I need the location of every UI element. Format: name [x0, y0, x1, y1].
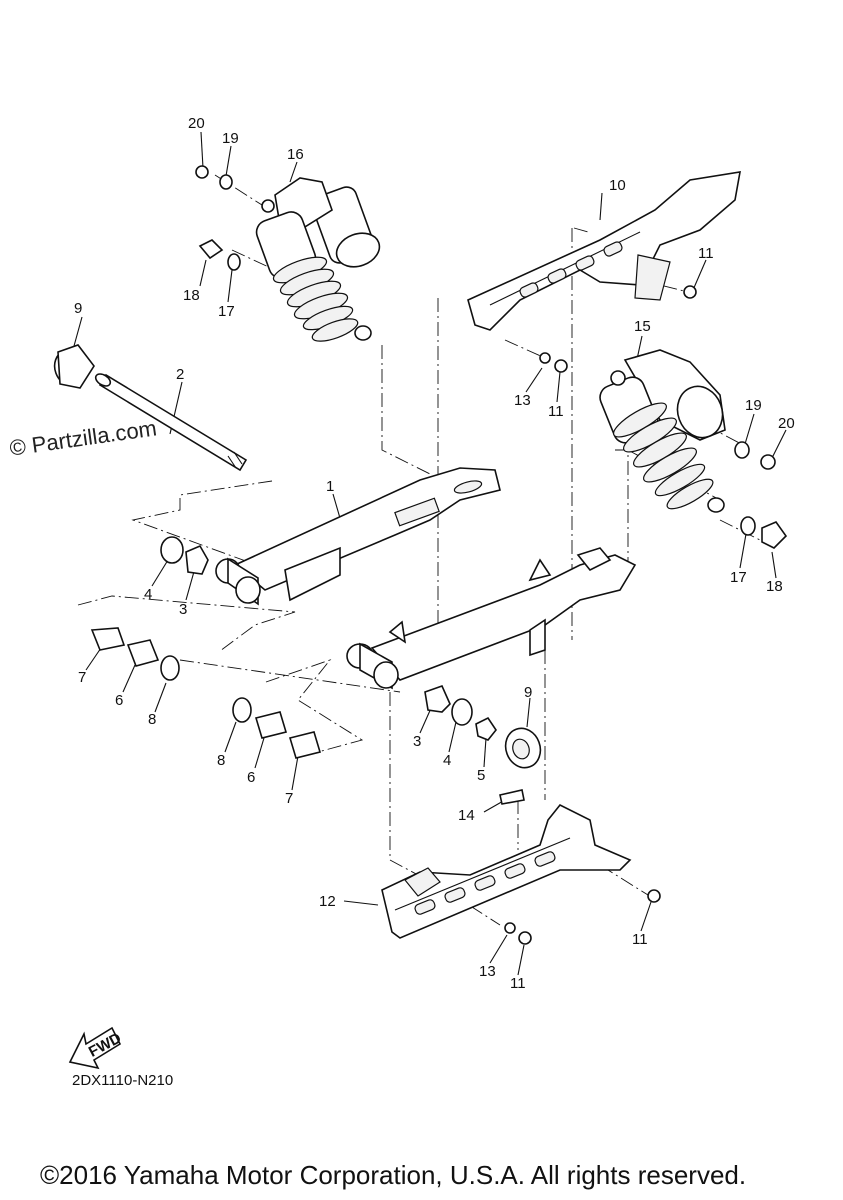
callout-3: 3: [179, 601, 187, 618]
fwd-arrow-icon: FWD: [68, 1026, 124, 1070]
pivot-shaft: [94, 373, 248, 472]
callout-7: 7: [285, 790, 293, 807]
callout-5: 5: [477, 767, 485, 784]
callout-20: 20: [778, 415, 795, 432]
washer-4-right: [451, 698, 473, 726]
callout-15: 15: [634, 318, 651, 335]
copyright-notice: ©2016 Yamaha Motor Corporation, U.S.A. A…: [40, 1160, 747, 1190]
callout-1: 1: [326, 478, 334, 495]
seal-8-left: [160, 655, 180, 681]
bolt-11-mid: [554, 359, 568, 373]
rear-arm: [215, 467, 637, 690]
bolt-11-lower-right: [647, 889, 661, 903]
rear-shock-absorber-right: [599, 349, 726, 513]
bolt-20-right: [760, 454, 776, 470]
seal-8-right: [232, 697, 252, 723]
callout-20: 20: [188, 115, 205, 132]
callout-18: 18: [183, 287, 200, 304]
callout-8: 8: [148, 711, 156, 728]
pivot-cap-upper: [53, 344, 95, 389]
callout-4: 4: [144, 586, 152, 603]
callout-3: 3: [413, 733, 421, 750]
diagram-code: 2DX1110-N210: [72, 1072, 174, 1089]
callout-19: 19: [745, 397, 762, 414]
leader-lines: [73, 131, 787, 976]
collar-7-right: [288, 731, 322, 759]
bolt-20-upper: [195, 165, 209, 179]
washer-4-left: [160, 536, 184, 564]
nut-18-right: [761, 521, 788, 549]
pivot-boss-right: [346, 642, 399, 690]
callout-4: 4: [443, 752, 451, 769]
nut-5: [475, 716, 497, 741]
callout-11: 11: [632, 931, 648, 948]
callout-labels: 20 19 16 18 17 10 11 9 2 15 13 11 19 20 …: [74, 115, 795, 992]
nut-18-upper: [198, 239, 224, 260]
hardware: [90, 165, 788, 945]
bolt-11-lower: [518, 931, 532, 945]
callout-13: 13: [514, 392, 531, 409]
label-14: [499, 789, 525, 805]
collar-7-left: [90, 627, 126, 651]
callout-17: 17: [730, 569, 747, 586]
washer-17-upper: [227, 253, 241, 271]
bearing-6-right: [254, 711, 288, 739]
callout-9: 9: [524, 684, 532, 701]
callout-6: 6: [247, 769, 255, 786]
rear-shock-absorber-left: [255, 177, 381, 342]
callout-18: 18: [766, 578, 783, 595]
pivot-cap-lower: [504, 727, 542, 769]
washer-19-upper: [219, 174, 233, 190]
callout-9: 9: [74, 300, 82, 317]
bolt-11-upper: [683, 285, 697, 299]
pivot-boss-left: [215, 557, 261, 606]
chain-case-lower: [381, 803, 632, 939]
bushing-3-right: [424, 684, 451, 713]
chain-case-upper: [467, 171, 741, 331]
shock-spring-right: [613, 402, 714, 510]
callout-6: 6: [115, 692, 123, 709]
callout-2: 2: [176, 366, 184, 383]
callout-17: 17: [218, 303, 235, 320]
washer-19-right: [734, 441, 750, 459]
callout-13: 13: [479, 963, 496, 980]
callout-16: 16: [287, 146, 304, 163]
shock-spring-left: [272, 256, 359, 342]
washer-13-lower: [504, 922, 516, 934]
washer-17-right: [740, 516, 756, 536]
callout-19: 19: [222, 130, 239, 147]
callout-11: 11: [698, 245, 714, 262]
callout-10: 10: [609, 177, 626, 194]
callout-11: 11: [510, 975, 526, 992]
callout-11: 11: [548, 403, 564, 420]
callout-8: 8: [217, 752, 225, 769]
bearing-6-left: [126, 639, 160, 667]
callout-14: 14: [458, 807, 475, 824]
callout-7: 7: [78, 669, 86, 686]
callout-12: 12: [319, 893, 336, 910]
bushing-3-left: [185, 544, 209, 575]
washer-13-upper: [539, 352, 551, 364]
